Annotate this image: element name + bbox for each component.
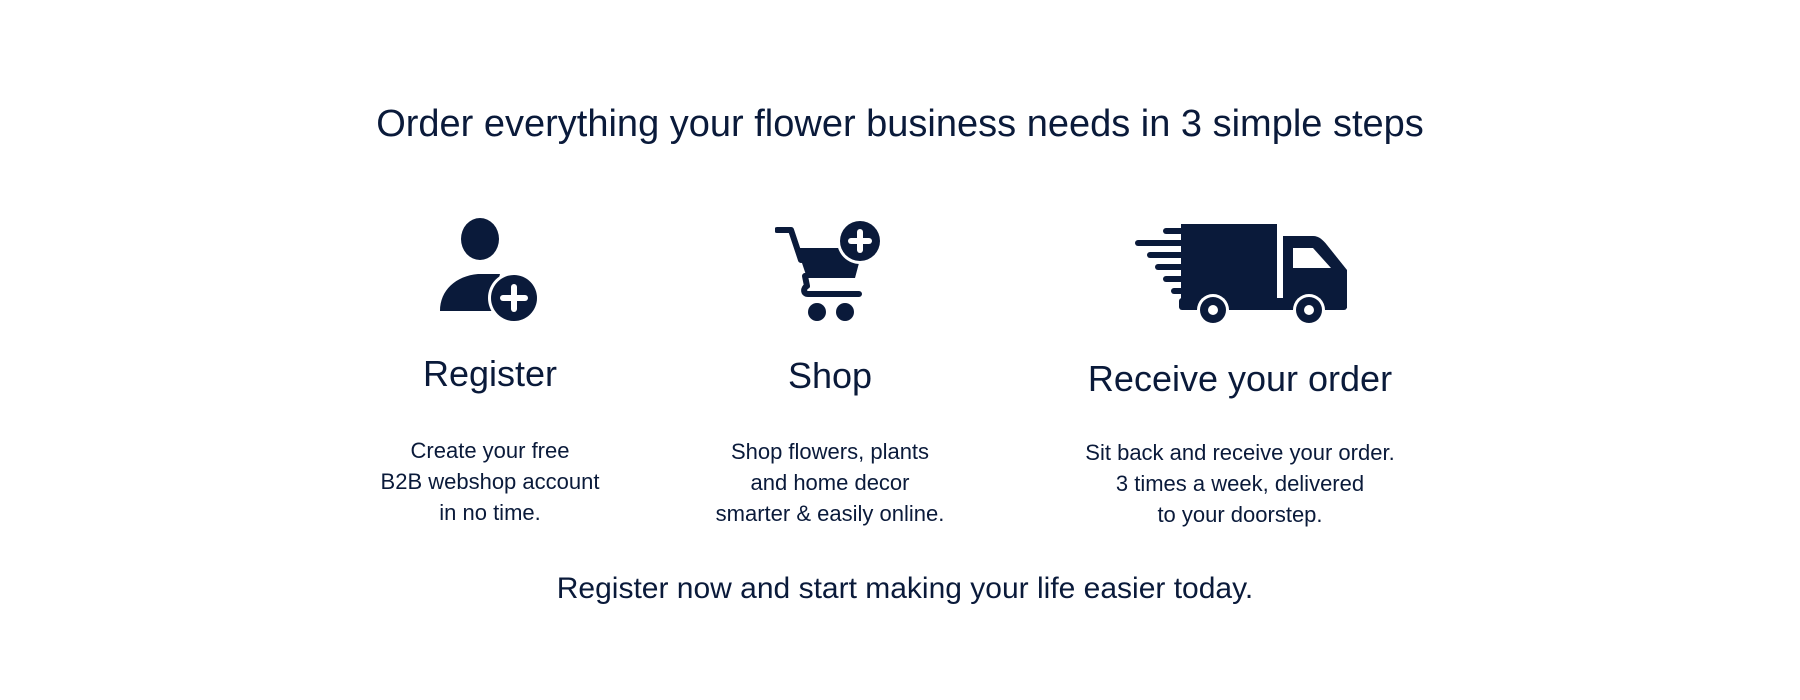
cart-add-icon — [774, 218, 885, 324]
section-headline: Order everything your flower business ne… — [376, 103, 1424, 145]
user-add-icon — [438, 218, 540, 324]
step-register: Register Create your free B2B webshop ac… — [340, 210, 640, 540]
step-shop: Shop Shop flowers, plants and home decor… — [680, 210, 980, 540]
call-to-action-text: Register now and start making your life … — [556, 572, 1254, 605]
step-title: Register — [422, 353, 558, 394]
step-title: Receive your order — [1087, 358, 1393, 399]
step-description: Sit back and receive your order. 3 times… — [1085, 440, 1395, 527]
step-receive-order: Receive your order Sit back and receive … — [1040, 210, 1440, 540]
step-description: Create your free B2B webshop account in … — [380, 438, 600, 525]
step-title: Shop — [787, 355, 873, 396]
delivery-truck-icon — [1133, 218, 1349, 326]
step-description: Shop flowers, plants and home decor smar… — [715, 439, 945, 526]
